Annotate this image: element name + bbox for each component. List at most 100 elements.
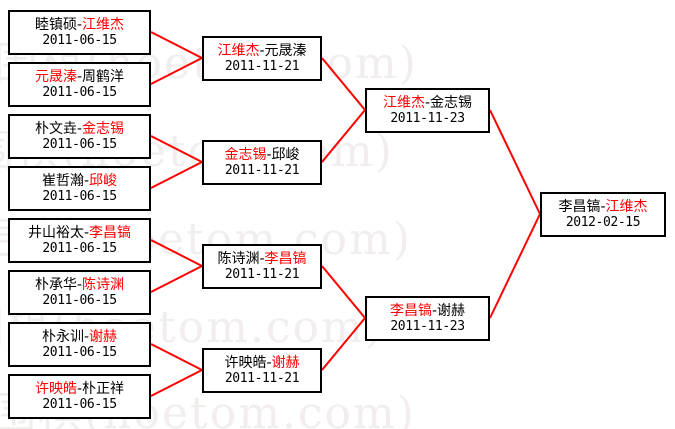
match-date: 2011-11-23 bbox=[390, 110, 465, 126]
connector-line bbox=[150, 31, 203, 59]
match-players: 睦镇硕-江维杰 bbox=[34, 16, 125, 33]
connector-line bbox=[321, 317, 366, 371]
player-winner: 江维杰 bbox=[217, 42, 260, 59]
connector-line bbox=[321, 265, 366, 319]
player-loser: 朴正祥 bbox=[82, 380, 125, 397]
player-loser: 金志锡 bbox=[430, 94, 473, 111]
match-players: 朴文垚-金志锡 bbox=[34, 120, 125, 137]
player-loser: 邱峻 bbox=[271, 146, 300, 163]
match-players: 李昌镐-谢赫 bbox=[389, 302, 466, 319]
match-players: 许映皓-谢赫 bbox=[224, 354, 300, 371]
player-loser: 许映皓 bbox=[224, 354, 267, 371]
match-date: 2011-06-15 bbox=[42, 84, 117, 100]
match-players: 金志锡-邱峻 bbox=[224, 146, 300, 163]
match-date: 2012-02-15 bbox=[565, 214, 641, 230]
player-winner: 江维杰 bbox=[382, 94, 425, 111]
connector-line bbox=[150, 369, 203, 397]
player-loser: 周鹤洋 bbox=[82, 68, 125, 85]
player-separator: - bbox=[83, 328, 90, 345]
player-winner: 许映皓 bbox=[34, 380, 77, 397]
match-date: 2011-06-15 bbox=[42, 240, 117, 256]
player-loser: 朴文垚 bbox=[34, 120, 77, 137]
player-loser: 谢赫 bbox=[437, 302, 466, 319]
match-date: 2011-11-21 bbox=[224, 162, 300, 178]
player-separator: - bbox=[431, 302, 438, 319]
match-players: 朴承华-陈诗渊 bbox=[34, 276, 125, 293]
match-players: 崔哲瀚-邱峻 bbox=[41, 172, 118, 189]
player-loser: 朴承华 bbox=[34, 276, 77, 293]
match-players: 江维杰-金志锡 bbox=[382, 94, 473, 111]
player-winner: 金志锡 bbox=[82, 120, 125, 137]
connector-line bbox=[150, 239, 203, 267]
player-winner: 江维杰 bbox=[82, 16, 125, 33]
player-separator: - bbox=[424, 94, 431, 111]
match-date: 2011-11-21 bbox=[224, 266, 300, 282]
player-winner: 谢赫 bbox=[89, 328, 118, 345]
player-separator: - bbox=[600, 198, 606, 215]
player-winner: 李昌镐 bbox=[264, 250, 307, 267]
connector-line bbox=[150, 343, 203, 371]
match-players: 江维杰-元晟溱 bbox=[217, 42, 307, 59]
match-date: 2011-11-21 bbox=[224, 370, 300, 386]
connector-line bbox=[489, 109, 541, 215]
player-loser: 睦镇硕 bbox=[34, 16, 77, 33]
player-separator: - bbox=[76, 16, 83, 33]
connector-line bbox=[150, 161, 203, 189]
connector-line bbox=[150, 265, 203, 293]
match-players: 元晟溱-周鹤洋 bbox=[34, 68, 125, 85]
player-winner: 谢赫 bbox=[271, 354, 300, 371]
player-loser: 朴永训 bbox=[41, 328, 84, 345]
match-players: 许映皓-朴正祥 bbox=[34, 380, 125, 397]
player-separator: - bbox=[266, 146, 272, 163]
player-separator: - bbox=[266, 354, 272, 371]
player-loser: 崔哲瀚 bbox=[41, 172, 84, 189]
match-date: 2011-11-21 bbox=[224, 58, 300, 74]
player-winner: 陈诗渊 bbox=[82, 276, 125, 293]
match-date: 2011-06-15 bbox=[42, 344, 117, 360]
player-winner: 元晟溱 bbox=[34, 68, 77, 85]
match-date: 2011-06-15 bbox=[42, 188, 117, 204]
match-players: 井山裕太-李昌镐 bbox=[27, 224, 132, 241]
match-players: 陈诗渊-李昌镐 bbox=[217, 250, 307, 267]
match-players: 李昌镐-江维杰 bbox=[558, 198, 648, 215]
player-separator: - bbox=[83, 172, 90, 189]
match-date: 2011-06-15 bbox=[42, 32, 117, 48]
player-loser: 井山裕太 bbox=[27, 224, 84, 241]
player-winner: 邱峻 bbox=[89, 172, 118, 189]
connector-line bbox=[150, 135, 203, 163]
player-loser: 元晟溱 bbox=[264, 42, 307, 59]
player-winner: 金志锡 bbox=[224, 146, 267, 163]
player-loser: 陈诗渊 bbox=[217, 250, 260, 267]
player-winner: 江维杰 bbox=[605, 198, 648, 215]
connector-line bbox=[321, 109, 366, 163]
match-date: 2011-06-15 bbox=[42, 292, 117, 308]
connector-line bbox=[150, 57, 203, 85]
player-separator: - bbox=[259, 42, 265, 59]
player-separator: - bbox=[76, 120, 83, 137]
connector-line bbox=[489, 213, 541, 319]
match-date: 2011-06-15 bbox=[42, 396, 117, 412]
player-winner: 李昌镐 bbox=[89, 224, 132, 241]
match-date: 2011-11-23 bbox=[390, 318, 465, 334]
player-winner: 李昌镐 bbox=[389, 302, 432, 319]
match-players: 朴永训-谢赫 bbox=[41, 328, 118, 345]
player-separator: - bbox=[76, 276, 83, 293]
match-date: 2011-06-15 bbox=[42, 136, 117, 152]
player-separator: - bbox=[76, 68, 83, 85]
